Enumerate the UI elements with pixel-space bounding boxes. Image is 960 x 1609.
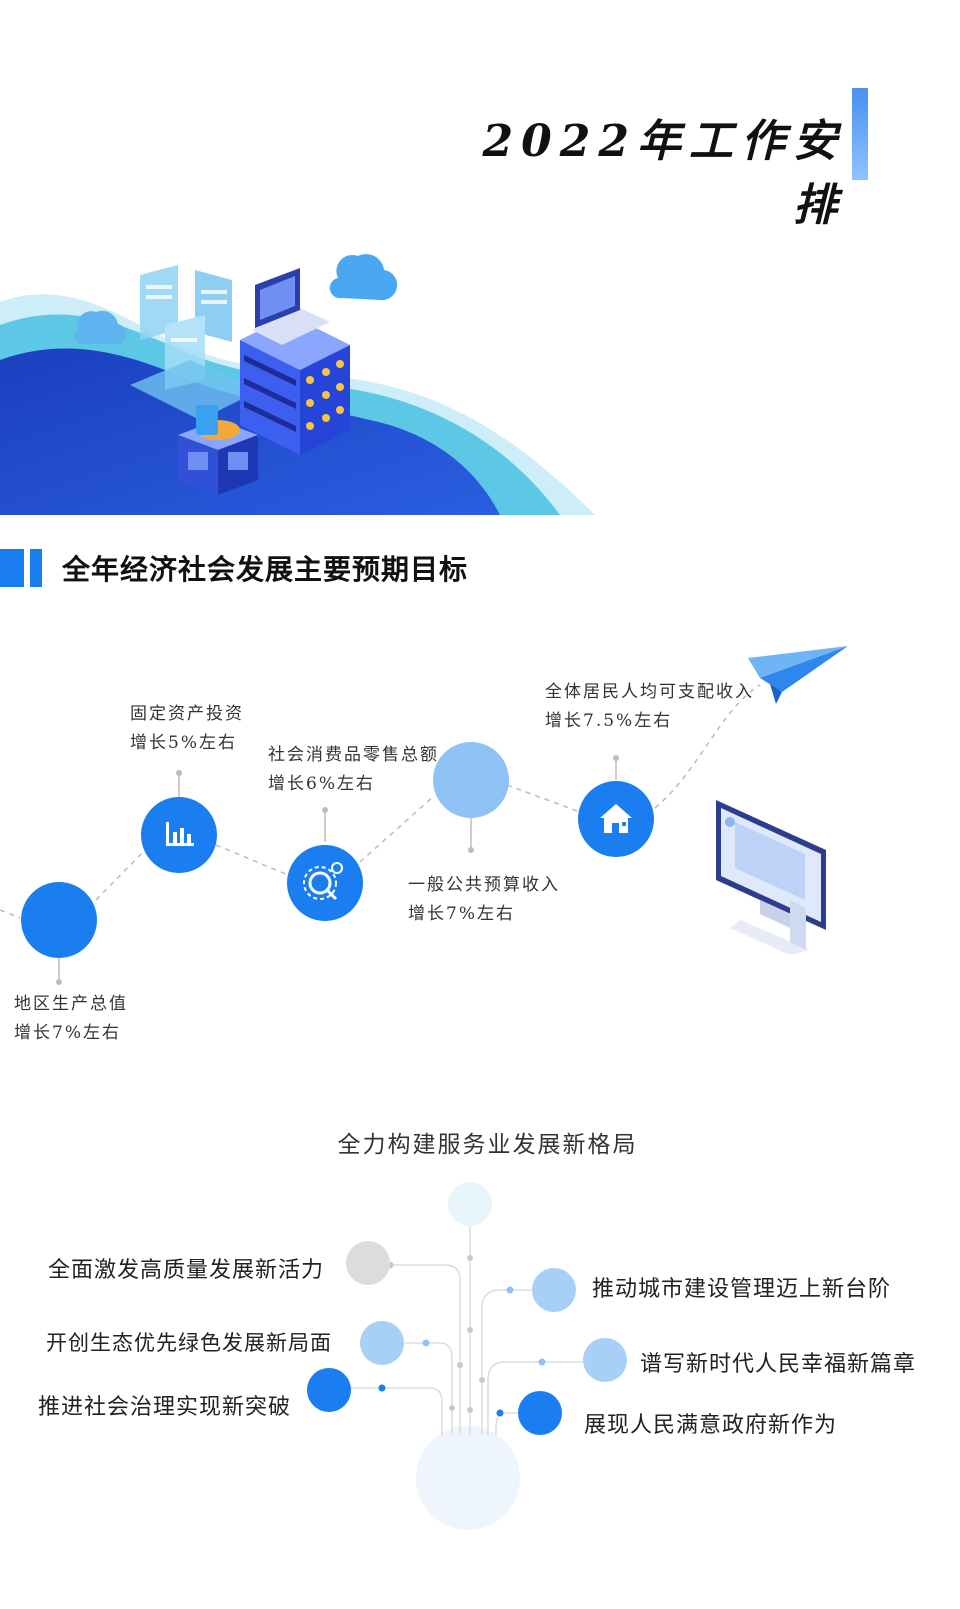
goal-item: 全面激发高质量发展新活力 [48, 1258, 325, 1283]
target-name: 一般公共预算收入 [408, 875, 560, 895]
section-title: 全年经济社会发展主要预期目标 [62, 553, 469, 586]
target-value: 增长5%左右 [130, 733, 237, 753]
target-name: 社会消费品零售总额 [268, 745, 439, 765]
chip-box [178, 405, 258, 495]
timeline-node [287, 845, 363, 921]
server-icon [240, 268, 350, 455]
target-name: 固定资产投资 [130, 704, 244, 724]
target-value: 增长7%左右 [408, 904, 515, 924]
timeline-node [21, 882, 97, 958]
monitor-icon [716, 800, 826, 955]
cloud-icon [74, 310, 127, 345]
timeline-node [433, 742, 509, 818]
goal-item: 推进社会治理实现新突破 [38, 1395, 292, 1420]
target-name: 全体居民人均可支配收入 [545, 682, 754, 702]
hero-illustration [0, 254, 595, 515]
goal-item: 推动城市建设管理迈上新台阶 [592, 1277, 892, 1302]
bar-chart-icon [166, 822, 194, 846]
item-bullet [360, 1321, 404, 1365]
item-bullet [307, 1368, 351, 1412]
goal-item: 展现人民满意政府新作为 [584, 1413, 838, 1438]
cloud-icon [329, 254, 398, 301]
target-value: 增长7%左右 [14, 1023, 121, 1043]
house-icon [600, 804, 632, 833]
page-title: 2022年工作安排 [482, 116, 845, 231]
goal-item: 开创生态优先绿色发展新局面 [46, 1331, 332, 1355]
target-value: 增长6%左右 [268, 774, 375, 794]
timeline-node [141, 797, 217, 873]
section-marker [0, 549, 42, 587]
item-bullet [518, 1391, 562, 1435]
paper-plane-icon [748, 646, 848, 704]
direction-tree [307, 1182, 627, 1530]
item-bullet [583, 1338, 627, 1382]
gear-search-icon [303, 862, 343, 901]
goal-item: 谱写新时代人民幸福新篇章 [640, 1352, 917, 1377]
targets-timeline [0, 646, 848, 985]
target-name: 地区生产总值 [14, 994, 128, 1014]
title-accent-bar [852, 88, 868, 180]
item-bullet [532, 1268, 576, 1312]
item-bullet [346, 1241, 390, 1285]
target-value: 增长7.5%左右 [545, 711, 673, 731]
section2-title: 全力构建服务业发展新格局 [337, 1132, 638, 1158]
